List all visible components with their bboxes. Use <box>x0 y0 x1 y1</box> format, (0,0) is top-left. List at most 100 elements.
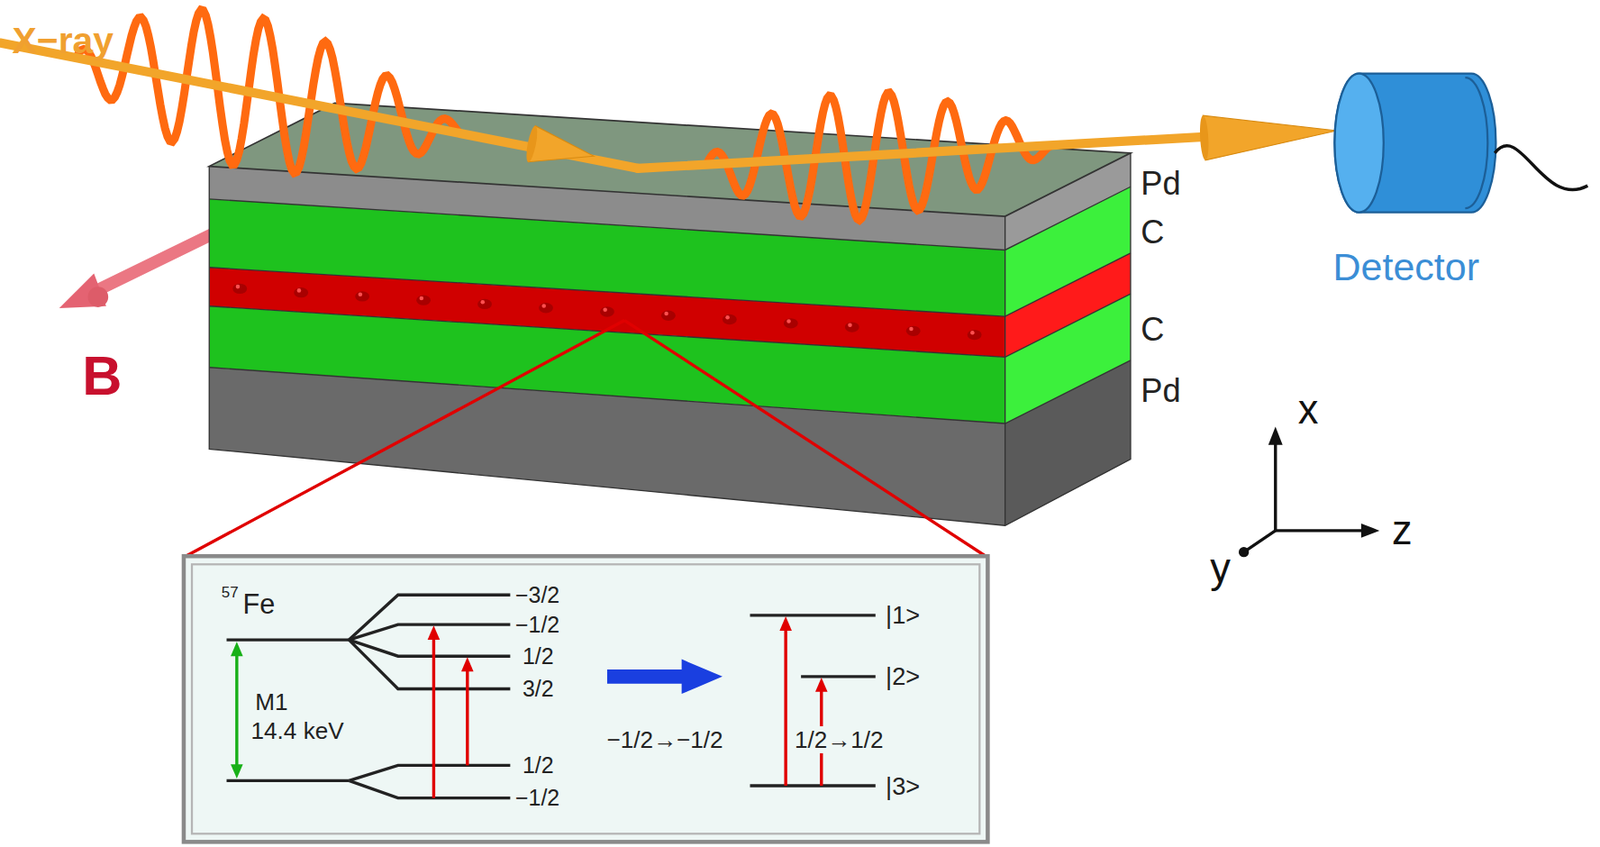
arrow-shaft <box>465 668 469 766</box>
nucleus <box>293 287 309 298</box>
arrow-head <box>230 763 244 779</box>
leader-line <box>185 320 625 557</box>
nucleus-highlight <box>297 288 302 293</box>
arrow-shaft <box>432 636 436 799</box>
label: Pd <box>1140 164 1181 203</box>
field-arrow-base <box>87 286 109 308</box>
mapping-arrow <box>607 659 723 695</box>
nucleus <box>722 314 737 325</box>
label: X−ray <box>12 19 114 63</box>
layer-edge <box>209 253 1131 317</box>
label: Detector <box>1333 245 1481 290</box>
nucleus <box>477 299 492 310</box>
beam-cone <box>527 126 594 163</box>
label: y <box>1209 545 1231 592</box>
label: 3/2 <box>522 675 555 702</box>
label: 1/2 <box>522 643 555 670</box>
arrow-head <box>815 677 828 692</box>
sublevel <box>348 594 510 640</box>
label: |2> <box>885 662 920 691</box>
label: C <box>1140 310 1164 349</box>
label: −1/2 <box>515 611 560 638</box>
block-arrow <box>607 659 723 695</box>
label: B <box>81 344 122 408</box>
label: −1/2 <box>515 784 560 811</box>
nucleus <box>906 326 921 337</box>
nucleus <box>845 321 860 332</box>
nucleus <box>354 290 370 301</box>
beam-arrowheads <box>524 115 1337 164</box>
detector-body <box>1334 73 1496 213</box>
nucleus-highlight <box>602 307 608 312</box>
nucleus-highlight <box>970 330 975 336</box>
nucleus-highlight <box>663 311 669 317</box>
y-axis <box>1246 530 1276 551</box>
arrow-shaft <box>783 627 787 787</box>
sublevel <box>348 780 510 798</box>
label: 1/2→1/2 <box>791 726 887 754</box>
detector-face <box>1334 73 1383 213</box>
layer-edge <box>209 360 1131 424</box>
beam-cone-base <box>524 125 540 164</box>
label: Pd <box>1140 372 1181 410</box>
leader-line <box>624 320 986 557</box>
nucleus <box>661 310 676 321</box>
field-arrow-shaft <box>93 230 219 292</box>
label: |3> <box>885 772 920 800</box>
label: x <box>1298 386 1319 434</box>
arrow-shaft <box>235 653 238 768</box>
z-axis <box>1275 528 1366 532</box>
label: −1/2→−1/2 <box>604 726 727 754</box>
nucleus <box>416 295 431 306</box>
label: Fe <box>243 588 276 620</box>
detector-ring <box>1464 77 1488 209</box>
nucleus <box>967 329 982 340</box>
inset-inner-frame <box>191 563 980 834</box>
arrow-head <box>779 616 792 631</box>
label: |1> <box>885 600 920 629</box>
label: M1 <box>254 688 288 716</box>
nucleus-highlight <box>541 303 546 309</box>
magnetic-field-arrow <box>59 230 220 309</box>
beam-outgoing <box>637 136 1225 169</box>
inset-frame <box>183 555 988 842</box>
state-level <box>750 613 876 617</box>
state-level <box>750 783 876 787</box>
detector-cable <box>1494 145 1588 191</box>
nucleus-highlight <box>358 291 364 297</box>
label: 57 <box>221 583 239 602</box>
nucleus-highlight <box>236 284 241 290</box>
level-scheme-inset <box>183 555 988 842</box>
label: C <box>1140 213 1164 252</box>
nucleus <box>538 302 554 313</box>
nucleus-highlight <box>847 323 853 328</box>
sublevel <box>348 639 510 656</box>
nucleus <box>783 318 799 328</box>
detector-icon <box>1334 73 1588 213</box>
label: z <box>1391 507 1413 555</box>
label: −3/2 <box>515 581 560 609</box>
y-axis-dot <box>1238 546 1249 557</box>
beam-incoming <box>0 43 638 169</box>
sublevel <box>348 764 510 781</box>
x-axis <box>1273 440 1277 531</box>
inset-leaders <box>185 320 986 557</box>
nucleus-highlight <box>481 300 486 305</box>
sublevel <box>348 624 510 640</box>
nucleus <box>232 283 247 294</box>
xray-beam <box>0 9 1337 220</box>
nucleus-highlight <box>909 327 914 332</box>
label: 14.4 keV <box>251 717 345 745</box>
ground-level <box>227 779 350 782</box>
nucleus-highlight <box>419 296 425 301</box>
pd-bottom-front <box>209 367 1005 527</box>
label: 1/2 <box>522 752 555 779</box>
nucleus <box>600 306 615 317</box>
beam-cone <box>1202 115 1337 161</box>
nucleus-highlight <box>725 315 730 320</box>
slab-corner-edge <box>1004 216 1006 526</box>
coordinate-axes <box>1238 426 1380 557</box>
layer-edge <box>209 293 1131 357</box>
